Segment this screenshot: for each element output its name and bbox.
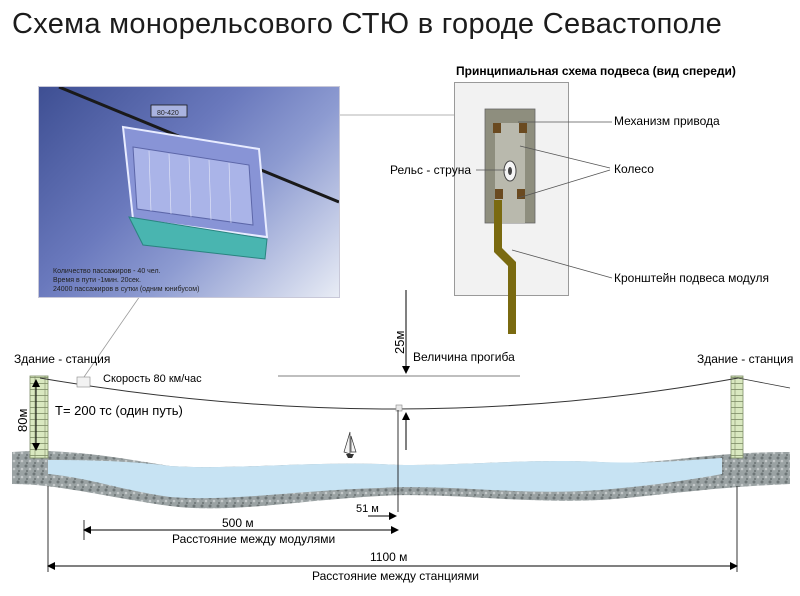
- label-sag-caption: Величина прогиба: [413, 350, 515, 364]
- suspension-bracket: [494, 200, 516, 334]
- label-height-80m: 80м: [15, 408, 30, 432]
- label-tension: T= 200 тс (один путь): [55, 403, 183, 418]
- label-drive-mechanism: Механизм привода: [614, 114, 720, 128]
- sailboat-icon: [343, 431, 357, 458]
- label-dim-1100m-caption: Расстояние между станциями: [312, 569, 479, 583]
- unibus-cabin-image: 80-420: [58, 87, 339, 260]
- suspension-drawing: [484, 108, 536, 224]
- unibus-render-photo: 80-420 Количество пассажиров - 40 чел. В…: [38, 86, 340, 298]
- label-bracket: Кронштейн подвеса модуля: [614, 271, 770, 285]
- photo-info-text: Количество пассажиров - 40 чел. Время в …: [53, 268, 200, 293]
- label-dim-500m-caption: Расстояние между модулями: [172, 532, 336, 546]
- label-dim-51m: 51 м: [356, 503, 379, 515]
- vehicle-at-midspan: [395, 404, 403, 412]
- label-speed: Скорость 80 км/час: [103, 373, 202, 385]
- label-dim-1100m: 1100 м: [370, 550, 408, 564]
- page-title: Схема монорельсового СТЮ в городе Севаст…: [12, 8, 723, 40]
- cabin-plate: 80-420: [157, 110, 179, 117]
- station-tower-right: [730, 375, 744, 459]
- string-rail: [39, 377, 739, 410]
- label-sag-25m: 25м: [392, 330, 407, 354]
- inset-heading: Принципиальная схема подвеса (вид сперед…: [456, 64, 736, 78]
- label-wheel: Колесо: [614, 162, 654, 176]
- label-dim-500m: 500 м: [222, 516, 254, 530]
- label-station-left: Здание - станция: [14, 352, 111, 366]
- vehicle-near-station: [76, 376, 91, 388]
- sea-water: [48, 458, 722, 499]
- string-rail-right-extension: [737, 377, 791, 389]
- label-station-right: Здание - станция: [697, 352, 794, 366]
- station-tower-left: [29, 375, 49, 459]
- label-string-rail: Рельс - струна: [390, 163, 472, 177]
